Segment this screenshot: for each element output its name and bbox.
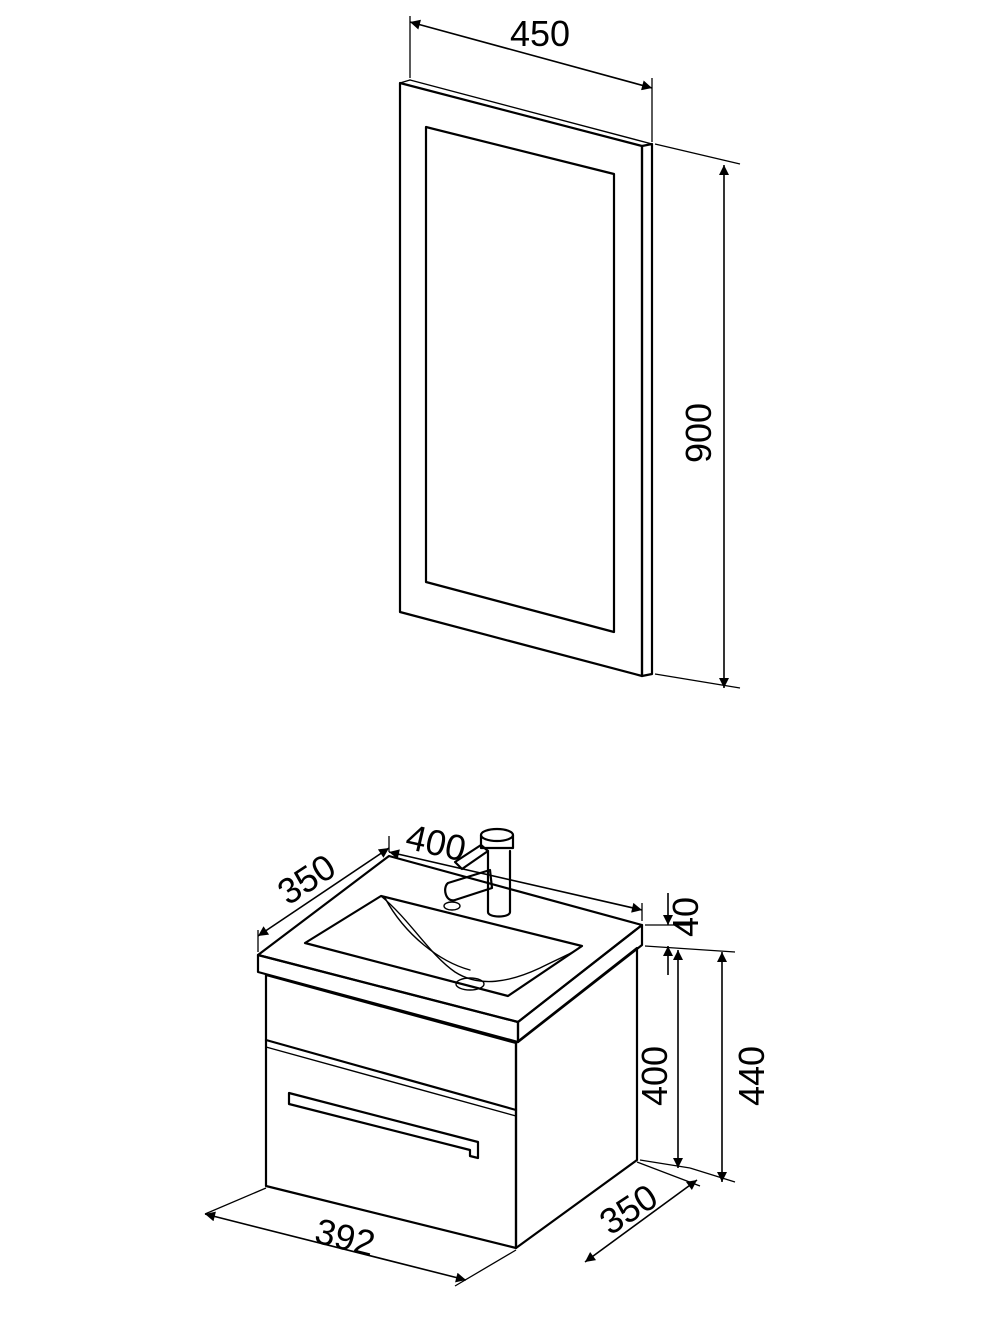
basin-rim (303, 894, 584, 998)
cabinet-top-depth-dimension: 350 (257, 846, 390, 952)
bottom-width-dimension-line (204, 1211, 467, 1283)
drawer-handle (287, 1091, 480, 1160)
cabinet-bottom-depth-dimension: 350 (584, 1161, 701, 1263)
mirror-height-ext-top (654, 143, 741, 165)
mirror-glass (424, 125, 616, 634)
bottom-width-ext-right (454, 1249, 517, 1287)
cabinet-total-height-dimension: 440 (689, 952, 772, 1183)
bottom-width-label: 392 (311, 1210, 379, 1264)
thickness-ext-bottom (644, 945, 736, 953)
mirror-width-dimension: 450 (409, 13, 653, 142)
cabinet-front-face (264, 973, 518, 1250)
mirror-drawing (398, 79, 654, 678)
top-depth-label: 350 (270, 846, 343, 913)
total-height-label: 440 (731, 1046, 772, 1106)
total-height-ext-bottom (689, 1167, 736, 1183)
countertop-front-edge (256, 953, 520, 1044)
cabinet-body-height-dimension: 400 (634, 950, 691, 1169)
mirror-frame-top-edge (399, 79, 411, 84)
bottom-depth-dimension-line (584, 1179, 698, 1263)
mirror-width-dimension-line (409, 19, 653, 91)
bottom-width-ext-left (204, 1187, 267, 1215)
mirror-height-label: 900 (678, 403, 719, 463)
countertop-thickness-label: 40 (665, 897, 706, 937)
body-height-label: 400 (634, 1046, 675, 1106)
mirror-frame-side (640, 142, 654, 678)
top-depth-dimension-line (257, 847, 390, 937)
drawer-top-line-inner (265, 1046, 517, 1117)
mirror-height-ext-bottom (654, 673, 741, 689)
countertop-thickness-dimension: 40 (644, 893, 736, 975)
drawer-top-line (264, 1038, 518, 1112)
basin-drain (455, 977, 485, 991)
cabinet-top-width-dimension: 400 (388, 816, 643, 921)
mirror-width-label: 450 (510, 13, 570, 54)
mirror-height-dimension: 900 (654, 143, 741, 689)
top-width-dimension-line (388, 849, 643, 913)
mirror-frame-top-back (409, 79, 653, 145)
cabinet-side-face (514, 946, 639, 1250)
body-height-ext-bottom (639, 1159, 691, 1169)
countertop-side-edge (516, 923, 644, 1044)
